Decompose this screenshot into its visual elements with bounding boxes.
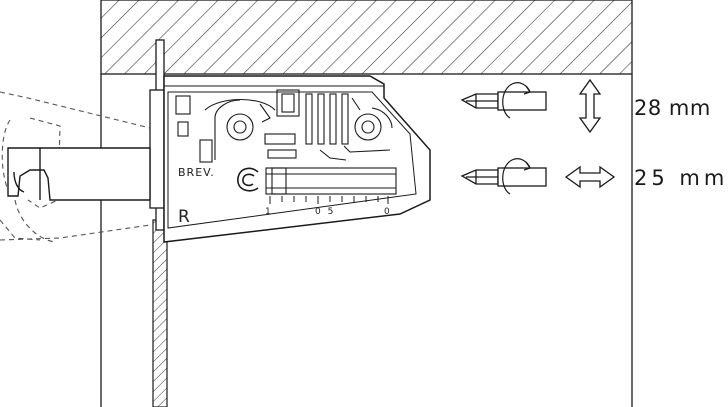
scale-tick-1: 1 [265,207,271,217]
cabinet-outline [100,74,633,407]
double-arrow-horizontal-icon [564,165,616,189]
rotation-arrow-icon [502,82,531,119]
screwdriver-icon [460,167,547,187]
cam-adjuster [237,167,259,192]
screwdriver-icon [460,91,547,111]
rotation-arrow-icon [502,158,531,195]
cabinet-top-panel [100,0,633,75]
hinge-arm-ghost [0,91,151,243]
patent-mark: BREV. [178,166,215,179]
double-arrow-vertical-icon [578,78,602,134]
adjustment-scale [269,196,389,204]
vertical-dimension-label: 28 mm [634,96,711,120]
cabinet-side-wall [152,219,168,407]
side-letter: R [178,207,190,227]
scale-tick-0: 0 [384,207,390,217]
scale-tick-05: 0 5 [315,207,335,217]
horizontal-dimension-label: 25 mm [634,166,728,190]
slide-track [265,167,397,195]
hinge-arm [7,147,151,201]
hinge-body: BREV. R 1 0 5 0 [163,75,431,243]
